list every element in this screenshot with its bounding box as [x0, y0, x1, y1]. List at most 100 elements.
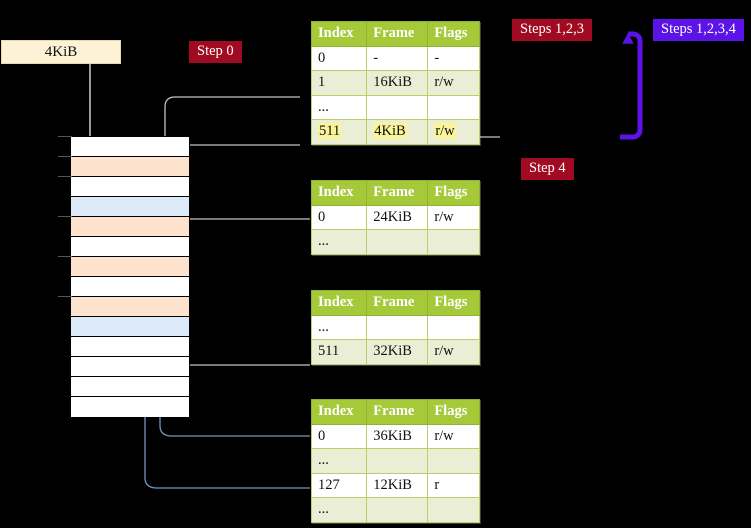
highlighted-value: 511	[318, 123, 342, 140]
table-row: ...	[310, 314, 480, 341]
badge-steps-1-2-3: Steps 1,2,3	[512, 19, 593, 42]
table-cell: 0	[310, 423, 368, 450]
table-header-index: Index	[310, 290, 368, 316]
size-box-label: 4KiB	[44, 43, 78, 60]
table-cell: 1	[310, 70, 368, 96]
table-row: ...	[310, 94, 480, 121]
physical-memory-column	[70, 136, 190, 417]
badge-steps-1-2-3-4: Steps 1,2,3,4	[653, 19, 744, 42]
memory-tick	[58, 216, 72, 217]
badge-step-0-label: Step 0	[197, 43, 234, 59]
table-cell: 511	[310, 119, 368, 145]
table-cell: 12KiB	[366, 472, 429, 499]
memory-frame-row	[71, 297, 189, 317]
table-header-flags: Flags	[427, 399, 480, 425]
memory-frame-row	[71, 317, 189, 337]
table-cell: -	[427, 45, 480, 72]
table-cell	[427, 448, 480, 474]
table-cell: 0	[310, 204, 368, 231]
memory-frame-row	[71, 377, 189, 397]
table-header-flags: Flags	[427, 21, 480, 47]
table-row: ...	[310, 448, 480, 474]
memory-frame-row	[71, 397, 189, 417]
memory-tick	[58, 136, 72, 137]
table-header-flags: Flags	[427, 290, 480, 316]
memory-tick	[58, 156, 72, 157]
table-cell: 0	[310, 45, 368, 72]
table-header-frame: Frame	[366, 399, 429, 425]
table-header-index: Index	[310, 180, 368, 206]
table-cell: r/w	[427, 119, 480, 145]
table-row: 511 4KiB r/w	[310, 119, 480, 145]
table-cell: ...	[310, 94, 368, 121]
table-cell	[366, 497, 429, 523]
memory-frame-row	[71, 277, 189, 297]
memory-tick	[58, 296, 72, 297]
table-cell	[366, 94, 429, 121]
table-cell: 16KiB	[366, 70, 429, 96]
table-cell: r/w	[427, 423, 480, 450]
table-cell: 4KiB	[366, 119, 429, 145]
badge-steps-1-2-3-label: Steps 1,2,3	[520, 21, 585, 37]
badge-step-4-label: Step 4	[529, 160, 566, 176]
table-cell: ...	[310, 448, 368, 474]
table-cell: -	[366, 45, 429, 72]
memory-tick	[58, 176, 72, 177]
memory-frame-row	[71, 217, 189, 237]
table-cell: ...	[310, 497, 368, 523]
highlighted-value: 4KiB	[373, 123, 407, 140]
memory-frame-row	[71, 197, 189, 217]
table-cell	[427, 497, 480, 523]
wire-purple-steps-arrow	[620, 31, 643, 140]
table-row: ...	[310, 497, 480, 523]
table-header-frame: Frame	[366, 21, 429, 47]
memory-frame-row	[71, 137, 189, 157]
table-cell: 32KiB	[366, 339, 429, 365]
table-row: 0--	[310, 45, 480, 72]
table-cell: r/w	[427, 339, 480, 365]
memory-frame-row	[71, 177, 189, 197]
table-cell: 127	[310, 472, 368, 499]
table-cell	[366, 448, 429, 474]
table-cell: r/w	[427, 70, 480, 96]
memory-tick	[58, 256, 72, 257]
badge-step-0: Step 0	[189, 41, 242, 64]
table-cell: 24KiB	[366, 204, 429, 231]
table-header-index: Index	[310, 399, 368, 425]
table-header-frame: Frame	[366, 290, 429, 316]
table-cell	[366, 229, 429, 255]
memory-frame-row	[71, 257, 189, 277]
memory-frame-row	[71, 237, 189, 257]
table-cell	[427, 229, 480, 255]
size-box-4kib: 4KiB	[1, 40, 121, 64]
table-cell	[427, 94, 480, 121]
table-header-index: Index	[310, 21, 368, 47]
table-cell	[427, 314, 480, 341]
table-header-frame: Frame	[366, 180, 429, 206]
table-cell: ...	[310, 314, 368, 341]
table-cell: 36KiB	[366, 423, 429, 450]
table-header-flags: Flags	[427, 180, 480, 206]
table-cell: 511	[310, 339, 368, 365]
table-cell: r	[427, 472, 480, 499]
memory-frame-row	[71, 357, 189, 377]
highlighted-value: r/w	[434, 123, 456, 140]
memory-frame-row	[71, 157, 189, 177]
